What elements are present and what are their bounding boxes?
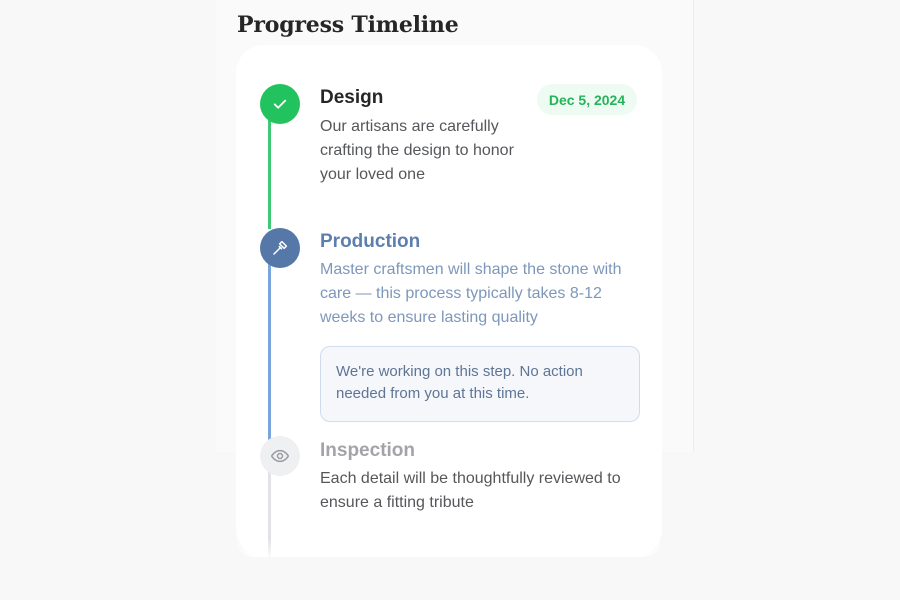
step-description-inspection: Each detail will be thoughtfully reviewe… <box>320 470 621 511</box>
timeline-connector-pending <box>268 457 271 557</box>
hammer-icon <box>273 240 288 255</box>
timeline-card: Design Dec 5, 2024 Our artisans are care… <box>236 45 662 557</box>
page-title: Progress Timeline <box>237 12 459 38</box>
check-icon <box>273 99 287 109</box>
card-bottom-fade <box>236 539 662 557</box>
timeline-connector-active <box>268 248 271 442</box>
eye-icon <box>270 449 290 463</box>
step-pending-marker <box>260 436 300 476</box>
step-status-note: We're working on this step. No action ne… <box>320 346 640 422</box>
timeline-connector-complete <box>268 104 271 229</box>
step-description-design: Our artisans are carefully crafting the … <box>320 118 514 183</box>
step-complete-marker <box>260 84 300 124</box>
step-title-production: Production <box>320 231 421 252</box>
date-badge: Dec 5, 2024 <box>537 84 637 115</box>
step-description-production: Master craftsmen will shape the stone wi… <box>320 261 622 326</box>
step-active-marker <box>260 228 300 268</box>
step-title-inspection: Inspection <box>320 440 416 461</box>
step-title-design: Design <box>320 87 384 108</box>
